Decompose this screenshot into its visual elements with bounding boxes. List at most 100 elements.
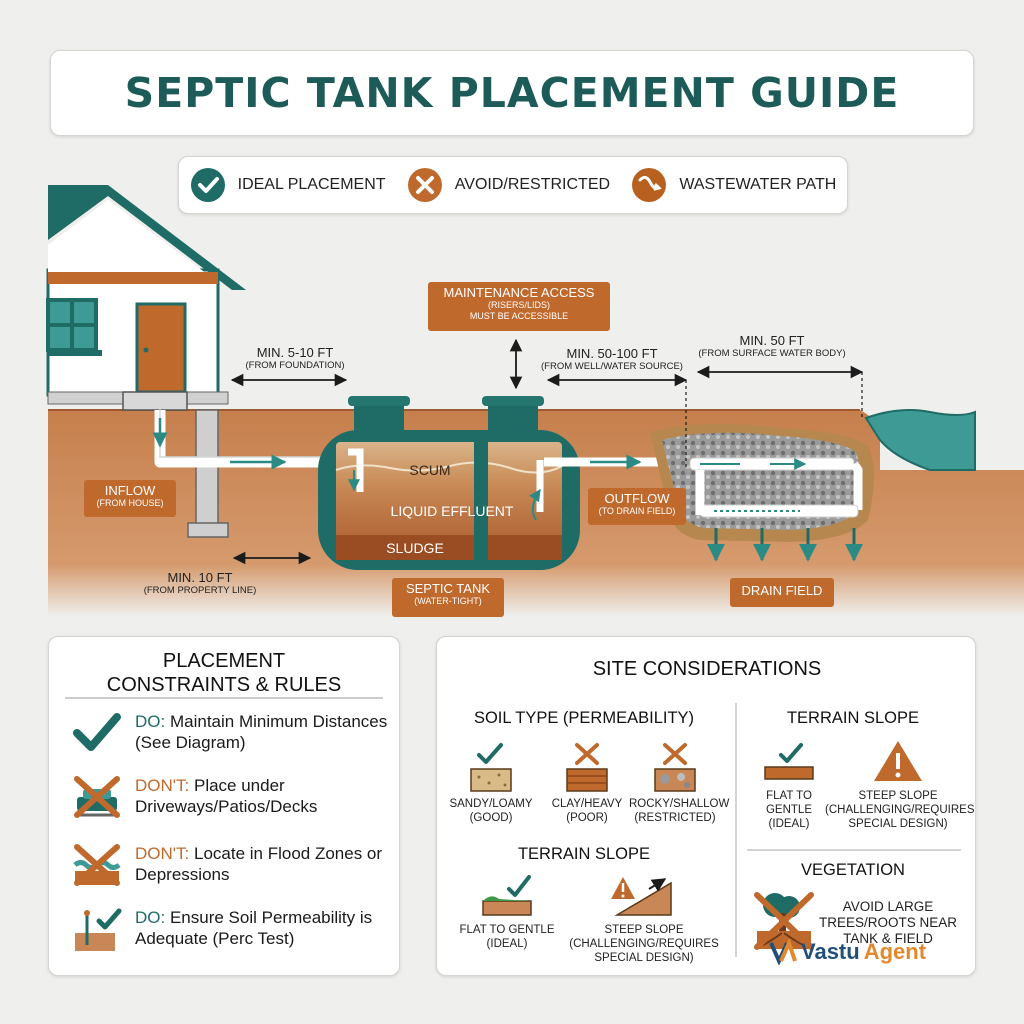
flat-terrain-icon (482, 875, 532, 916)
soil-clay-name: CLAY/HEAVY (551, 798, 623, 810)
page-title: SEPTIC TANK PLACEMENT GUIDE (124, 69, 900, 117)
outflow-sub: (TO DRAIN FIELD) (598, 506, 676, 516)
soil-clay: CLAY/HEAVY (POOR) (539, 739, 635, 825)
watermark-part1: Vastu (801, 939, 860, 964)
no-flood-icon (73, 844, 121, 886)
septic-tank-name: SEPTIC TANK (405, 581, 491, 596)
terrain-flat-line2: (IDEAL) (486, 938, 528, 950)
flat-ground-icon (764, 743, 814, 780)
terrain-steep: STEEP SLOPE (CHALLENGING/REQUIRES SPECIA… (569, 871, 719, 965)
inflow-sub: (FROM HOUSE) (96, 498, 164, 508)
terrain-heading: TERRAIN SLOPE (517, 845, 651, 863)
septic-tank-sub: (WATER-TIGHT) (414, 596, 482, 606)
constraints-panel: PLACEMENT CONSTRAINTS & RULES DO: Mainta… (48, 636, 400, 976)
dist-surface-value: MIN. 50 FT (739, 333, 805, 348)
x-circle-icon (407, 168, 442, 202)
wastewater-path-icon (632, 168, 667, 202)
maintenance-access-badge: MAINTENANCE ACCESS (RISERS/LIDS) MUST BE… (428, 282, 610, 331)
rocky-soil-icon (654, 743, 696, 792)
rule-distances-text: DO: Maintain Minimum Distances (See Diag… (135, 711, 399, 753)
soil-sandy-note: (GOOD) (469, 812, 513, 824)
title-card: SEPTIC TANK PLACEMENT GUIDE (50, 50, 974, 136)
dist-surface-label: MIN. 50 FT (FROM SURFACE WATER BODY) (686, 333, 858, 360)
site-heading: SITE CONSIDERATIONS (592, 658, 822, 680)
dist-foundation-label: MIN. 5-10 FT (FROM FOUNDATION) (232, 345, 358, 372)
tank-sludge-label: SLUDGE (386, 540, 444, 556)
dist-well-label: MIN. 50-100 FT (FROM WELL/WATER SOURCE) (530, 346, 694, 373)
terrain-right-steep-line2: (CHALLENGING/REQUIRES (825, 804, 975, 816)
legend-bar: IDEAL PLACEMENT AVOID/RESTRICTED WASTEWA… (178, 156, 848, 214)
vegetation-line3: TANK & FIELD (843, 931, 933, 946)
terrain-right-flat-line1: FLAT TO (766, 790, 812, 802)
rule-perc-body: Ensure Soil Permeability is Adequate (Pe… (135, 908, 373, 948)
terrain-steep-line2: (CHALLENGING/REQUIRES (569, 938, 719, 950)
terrain-flat: FLAT TO GENTLE (IDEAL) (447, 871, 567, 951)
soil-sandy-name: SANDY/LOAMY (449, 798, 533, 810)
dist-property-value: MIN. 10 FT (167, 570, 233, 585)
vegetation-line2: TREES/ROOTS NEAR (818, 915, 958, 930)
terrain-right-heading: TERRAIN SLOPE (786, 709, 920, 727)
constraints-heading-line1: PLACEMENT (162, 650, 286, 672)
terrain-right-flat: FLAT TO GENTLE (IDEAL) (749, 737, 829, 831)
no-driveway-icon (74, 776, 120, 818)
inflow-title: INFLOW (104, 483, 156, 498)
drain-field (650, 423, 874, 562)
no-trees-icon (754, 892, 814, 950)
tank-scum-label: SCUM (409, 462, 451, 478)
outflow-badge: OUTFLOW (TO DRAIN FIELD) (588, 488, 686, 525)
constraints-heading-line2: CONSTRAINTS & RULES (106, 674, 342, 696)
terrain-steep-line3: SPECIAL DESIGN) (594, 952, 694, 964)
watermark-part2: Agent (863, 939, 927, 964)
septic-tank (318, 396, 580, 570)
maintenance-sub1: (RISERS/LIDS) (487, 300, 550, 310)
terrain-right-steep-line3: SPECIAL DESIGN) (848, 818, 948, 830)
legend-ideal-label: IDEAL PLACEMENT (237, 176, 386, 193)
drain-field-badge: DRAIN FIELD (730, 578, 834, 607)
soil-heading: SOIL TYPE (PERMEABILITY) (473, 709, 695, 727)
soil-sandy: SANDY/LOAMY (GOOD) (443, 739, 539, 825)
legend-ideal: IDEAL PLACEMENT (190, 167, 386, 203)
dimension-arrows (230, 338, 864, 565)
legend-path: WASTEWATER PATH (631, 167, 836, 203)
rule-driveways-body: Place under Driveways/Patios/Decks (135, 776, 318, 816)
terrain-right-flat-line2: GENTLE (765, 804, 812, 816)
soil-rocky-name: ROCKY/SHALLOW (629, 798, 730, 810)
sandy-soil-icon (470, 743, 512, 792)
perc-test-icon (75, 908, 122, 951)
maintenance-sub2: MUST BE ACCESSIBLE (469, 311, 569, 321)
rule-perc-prefix: DO: (135, 908, 166, 927)
rule-flood-prefix: DON'T: (135, 844, 190, 863)
surface-water (864, 409, 976, 471)
dist-property-sub: (FROM PROPERTY LINE) (143, 585, 257, 596)
rule-perc: DO: Ensure Soil Permeability is Adequate… (71, 907, 399, 951)
rule-distances-body: Maintain Minimum Distances (See Diagram) (135, 712, 388, 752)
house (46, 185, 246, 411)
rule-driveways-prefix: DON'T: (135, 776, 190, 795)
rule-distances: DO: Maintain Minimum Distances (See Diag… (71, 711, 399, 755)
terrain-right-flat-line3: (IDEAL) (768, 818, 810, 830)
tank-liquid-label: LIQUID EFFLUENT (390, 503, 514, 519)
soil-rocky-note: (RESTRICTED) (634, 812, 716, 824)
vegetation-heading: VEGETATION (801, 861, 905, 879)
dist-foundation-value: MIN. 5-10 FT (256, 345, 334, 360)
site-divider-horizontal (747, 849, 961, 851)
legend-avoid-label: AVOID/RESTRICTED (454, 176, 611, 193)
maintenance-title: MAINTENANCE ACCESS (443, 285, 595, 300)
site-panel: SITE CONSIDERATIONS SOIL TYPE (PERMEABIL… (436, 636, 976, 976)
terrain-right-steep-line1: STEEP SLOPE (858, 790, 938, 802)
dist-foundation-sub: (FROM FOUNDATION) (245, 360, 345, 371)
dist-surface-sub: (FROM SURFACE WATER BODY) (698, 348, 846, 359)
soil-clay-note: (POOR) (566, 812, 608, 824)
terrain-right-steep: STEEP SLOPE (CHALLENGING/REQUIRES SPECIA… (825, 737, 975, 831)
constraints-heading: PLACEMENT CONSTRAINTS & RULES (49, 649, 399, 697)
rule-flood-body: Locate in Flood Zones or Depressions (135, 844, 383, 884)
vegetation-text: AVOID LARGE TREES/ROOTS NEAR TANK & FIEL… (813, 899, 963, 947)
check-icon (73, 713, 121, 751)
rule-flood-text: DON'T: Locate in Flood Zones or Depressi… (135, 843, 399, 885)
rule-driveways: DON'T: Place under Driveways/Patios/Deck… (71, 775, 399, 819)
legend-path-label: WASTEWATER PATH (679, 176, 837, 193)
site-divider-vertical (735, 703, 737, 957)
rule-flood: DON'T: Locate in Flood Zones or Depressi… (71, 843, 399, 887)
